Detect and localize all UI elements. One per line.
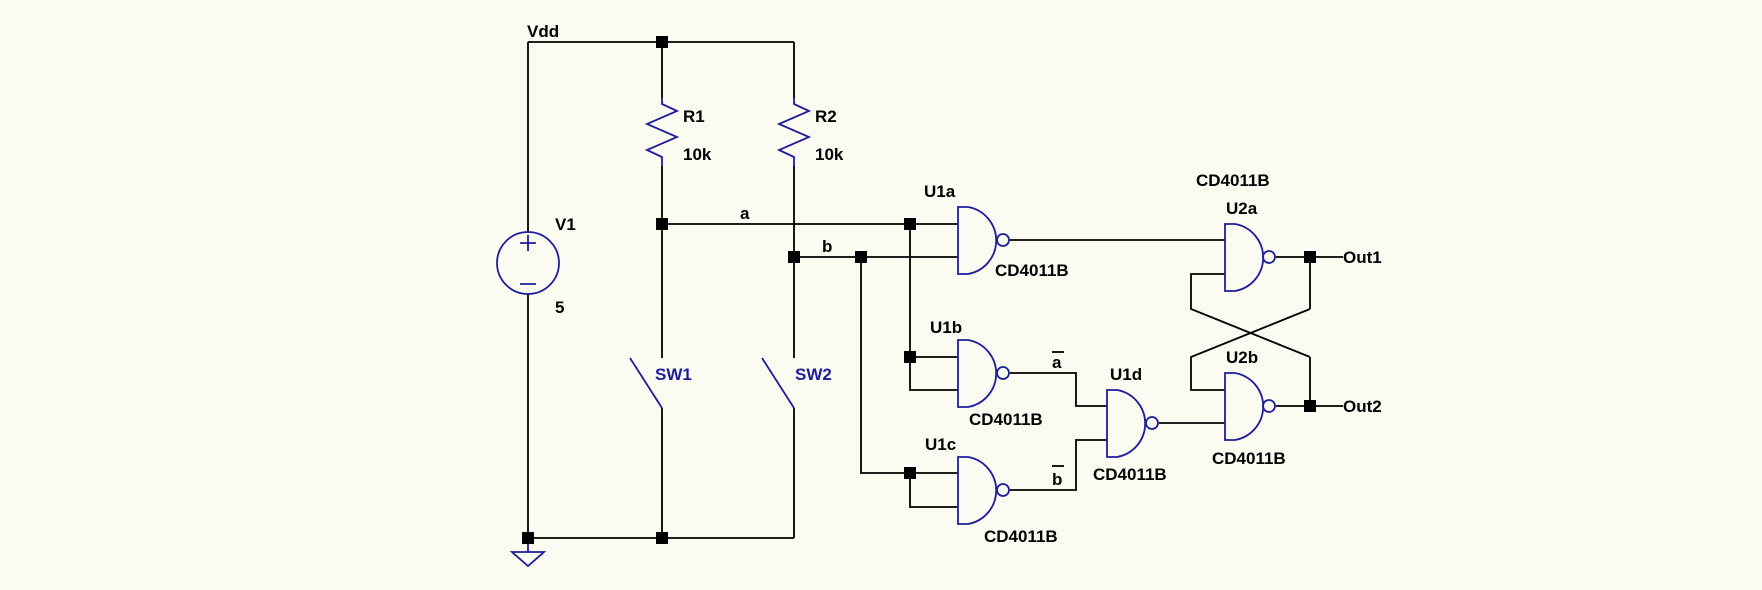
nand-gate-u1a — [957, 206, 1010, 275]
label-u1a-part: CD4011B — [995, 261, 1069, 280]
label-out2: Out2 — [1343, 397, 1382, 416]
label-u2a-part: CD4011B — [1196, 171, 1270, 190]
junction-a — [656, 218, 668, 230]
label-sw2: SW2 — [795, 365, 832, 384]
wires — [527, 41, 1343, 539]
label-r1-value: 10k — [683, 145, 712, 164]
label-net-b: b — [822, 237, 832, 256]
nand-gate-u1c — [957, 456, 1010, 525]
wire-net-b — [794, 256, 958, 508]
ground-symbol — [509, 544, 547, 568]
label-u1c-part: CD4011B — [984, 527, 1058, 546]
label-u2b-part: CD4011B — [1212, 449, 1286, 468]
label-v1-name: V1 — [555, 215, 576, 234]
wire-b-not — [1010, 439, 1107, 491]
junction-u1b-in — [904, 351, 916, 363]
switch-sw2 — [761, 357, 795, 409]
junction-out2 — [1304, 400, 1316, 412]
junction-ground-r1 — [656, 532, 668, 544]
wire-feedback — [1190, 273, 1311, 391]
nand-gate-u2a — [1224, 223, 1276, 292]
junction-u1c-in — [904, 467, 916, 479]
nand-gate-u2b — [1224, 372, 1276, 441]
resistor-r1 — [644, 98, 680, 166]
label-u1b-name: U1b — [930, 318, 962, 337]
junctions — [522, 36, 1316, 544]
nand-gate-u1d — [1106, 389, 1159, 458]
voltage-source-v1 — [496, 231, 560, 295]
label-r1-name: R1 — [683, 107, 705, 126]
wire-a-not — [1010, 372, 1107, 407]
junction-a-gate — [904, 218, 916, 230]
switch-sw1 — [629, 357, 663, 409]
resistor-r2 — [776, 98, 812, 166]
label-net-a-not: a — [1052, 353, 1062, 372]
label-u1c-name: U1c — [925, 435, 956, 454]
junction-ground — [522, 532, 534, 544]
junction-b-branch — [855, 251, 867, 263]
label-u1d-part: CD4011B — [1093, 465, 1167, 484]
label-u1d-name: U1d — [1110, 365, 1142, 384]
label-vdd: Vdd — [527, 22, 559, 41]
nand-gate-u1b — [957, 339, 1010, 408]
label-r2-value: 10k — [815, 145, 844, 164]
wire-out2 — [1276, 357, 1343, 407]
label-v1-value: 5 — [555, 298, 564, 317]
label-u1a-name: U1a — [924, 182, 956, 201]
wire-out1 — [1276, 256, 1343, 309]
label-u2a-name: U2a — [1226, 199, 1258, 218]
label-sw1: SW1 — [655, 365, 692, 384]
label-u1b-part: CD4011B — [969, 410, 1043, 429]
label-u2b-name: U2b — [1226, 348, 1258, 367]
junction-vdd — [656, 36, 668, 48]
wire-vdd-rail — [527, 41, 795, 232]
junction-out1 — [1304, 251, 1316, 263]
junction-b — [788, 251, 800, 263]
label-r2-name: R2 — [815, 107, 837, 126]
label-net-b-not: b — [1052, 470, 1062, 489]
label-net-a: a — [740, 204, 750, 223]
label-out1: Out1 — [1343, 248, 1382, 267]
